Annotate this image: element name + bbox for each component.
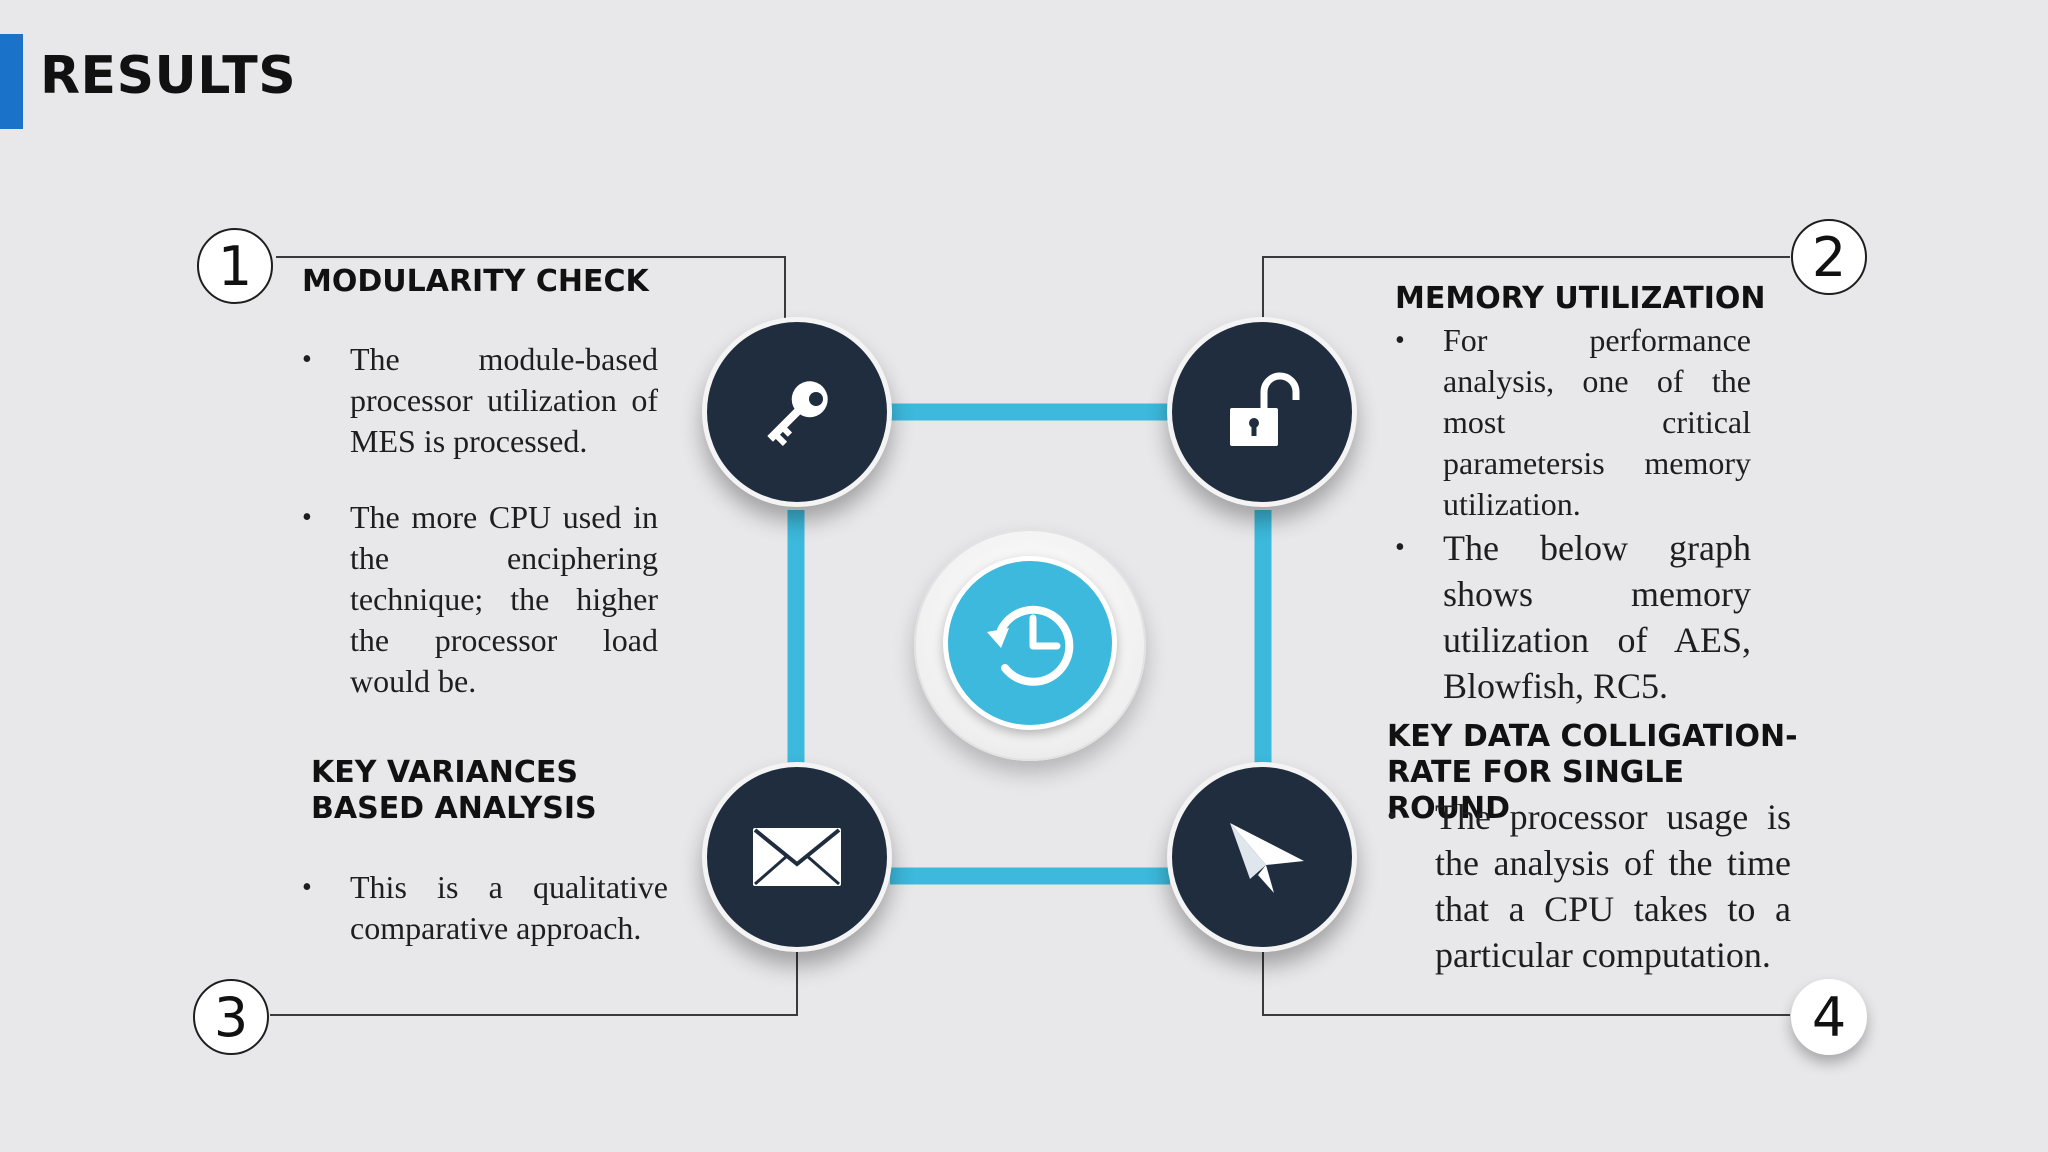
bullet-dot: •: [1387, 801, 1397, 832]
step-badge-3: 3: [193, 979, 269, 1055]
bullet-dot: •: [302, 502, 312, 533]
step-badge-2: 2: [1791, 219, 1867, 295]
step-badge-4: 4: [1791, 979, 1867, 1055]
paper-plane-icon: [1230, 823, 1304, 893]
section-1-bullet-1: • The module-based processor utilization…: [302, 341, 658, 459]
unlock-icon: [1230, 372, 1300, 446]
section-4-bullet-1: • The processor usage is the analysis of…: [1387, 794, 1791, 978]
bullet-dot: •: [302, 872, 312, 903]
section-1-heading: MODULARITY CHECK: [302, 264, 649, 299]
section-2-bullet-2: • The below graph shows memory utilizati…: [1395, 525, 1751, 709]
bullet-dot: •: [302, 344, 312, 375]
node-envelope: [702, 762, 892, 952]
step-badge-1: 1: [197, 228, 273, 304]
section-2-heading: MEMORY UTILIZATION: [1395, 281, 1766, 316]
frame-line-3: [270, 950, 798, 1016]
node-unlock: [1167, 317, 1357, 507]
section-3-bullet-1: • This is a qualitative comparative appr…: [302, 869, 668, 946]
section-4-heading: KEY DATA COLLIGATION-RATE FOR SINGLE ROU…: [1387, 719, 1798, 826]
section-3-heading: KEY VARIANCES BASED ANALYSIS: [311, 755, 597, 826]
section-2-bullet-1: • For performance analysis, one of the m…: [1395, 322, 1751, 522]
envelope-icon: [753, 828, 841, 886]
frame-line-4: [1262, 950, 1790, 1016]
key-icon: [767, 381, 828, 446]
node-key: [702, 317, 892, 507]
bullet-dot: •: [1395, 325, 1405, 356]
title-accent-bar: [0, 34, 23, 129]
frame-line-1: [276, 256, 786, 318]
section-1-bullet-2: • The more CPU used in the enciphering t…: [302, 499, 658, 699]
center-circle: [943, 556, 1117, 730]
frame-line-2: [1262, 256, 1790, 318]
node-paper-plane: [1167, 762, 1357, 952]
clock-history-icon: [987, 605, 1074, 686]
page-title: RESULTS: [40, 46, 297, 106]
bullet-dot: •: [1395, 532, 1405, 563]
